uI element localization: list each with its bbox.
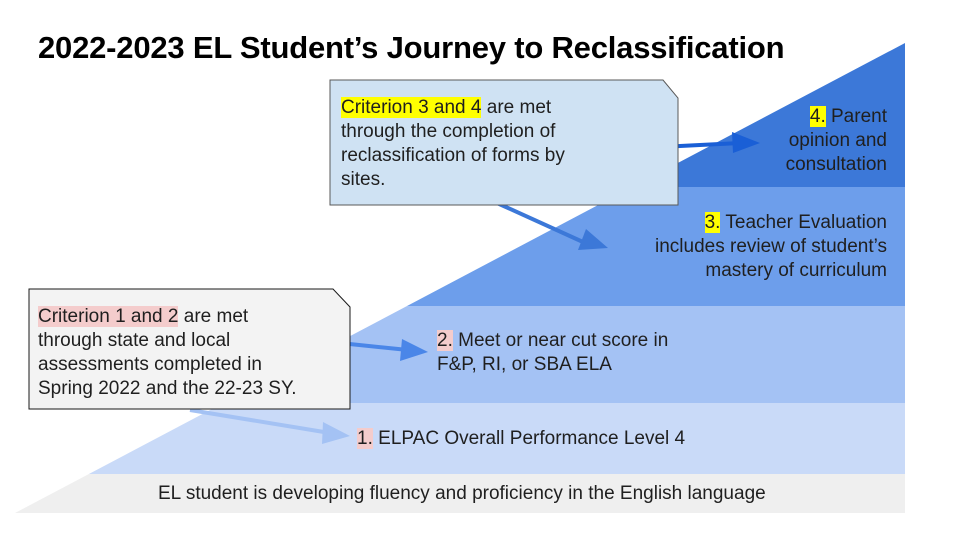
callout-top-line-4: sites. <box>341 169 386 190</box>
callout-bottom-line-1: are met <box>178 306 249 327</box>
step-4-text-line-3: consultation <box>785 154 887 175</box>
step-3-text-line-3: mastery of curriculum <box>705 260 887 281</box>
step-3-number: 3. <box>704 212 721 233</box>
callout-top-line-1: are met <box>481 97 552 118</box>
arrow-to-step-2 <box>339 339 428 361</box>
step-1-text: ELPAC Overall Performance Level 4 <box>378 428 686 449</box>
step-2-label: 2. Meet or near cut score in F&P, RI, or… <box>437 329 668 377</box>
callout-top-line-2: through the completion of <box>341 121 556 142</box>
callout-bottom-line-2: through state and local <box>38 330 231 351</box>
step-3-text-line-1: Teacher Evaluation <box>720 212 887 233</box>
step-1-label: 1. ELPAC Overall Performance Level 4 <box>357 427 685 451</box>
callout-top-text: Criterion 3 and 4 are met through the co… <box>341 96 565 192</box>
callout-top-highlight: Criterion 3 and 4 <box>341 97 482 118</box>
step-4-text-line-1: Parent <box>825 106 887 127</box>
base-label: EL student is developing fluency and pro… <box>158 483 766 504</box>
step-3-label: 3. Teacher Evaluation includes review of… <box>655 211 887 283</box>
callout-bottom-line-3: assessments completed in <box>38 354 262 375</box>
step-4-number: 4. <box>809 106 826 127</box>
callout-bottom-highlight: Criterion 1 and 2 <box>38 306 179 327</box>
callout-top-line-3: reclassification of forms by <box>341 145 565 166</box>
step-1-number: 1. <box>357 428 373 449</box>
step-3-text-line-2: includes review of student’s <box>655 236 887 257</box>
step-2-text-line-2: F&P, RI, or SBA ELA <box>437 354 612 375</box>
step-4-label: 4. Parent opinion and consultation <box>786 105 887 177</box>
arrow-to-step-3 <box>496 201 608 250</box>
callout-bottom-text: Criterion 1 and 2 are met through state … <box>38 305 296 401</box>
step-2-number: 2. <box>437 330 453 351</box>
step-2-text-line-1: Meet or near cut score in <box>452 330 669 351</box>
base-band <box>15 474 905 513</box>
step-4-text-line-2: opinion and <box>788 130 887 151</box>
page-title: 2022-2023 EL Student’s Journey to Reclas… <box>38 30 785 65</box>
arrow-to-step-1 <box>189 408 350 444</box>
callout-bottom-line-4: Spring 2022 and the 22-23 SY. <box>38 378 297 399</box>
